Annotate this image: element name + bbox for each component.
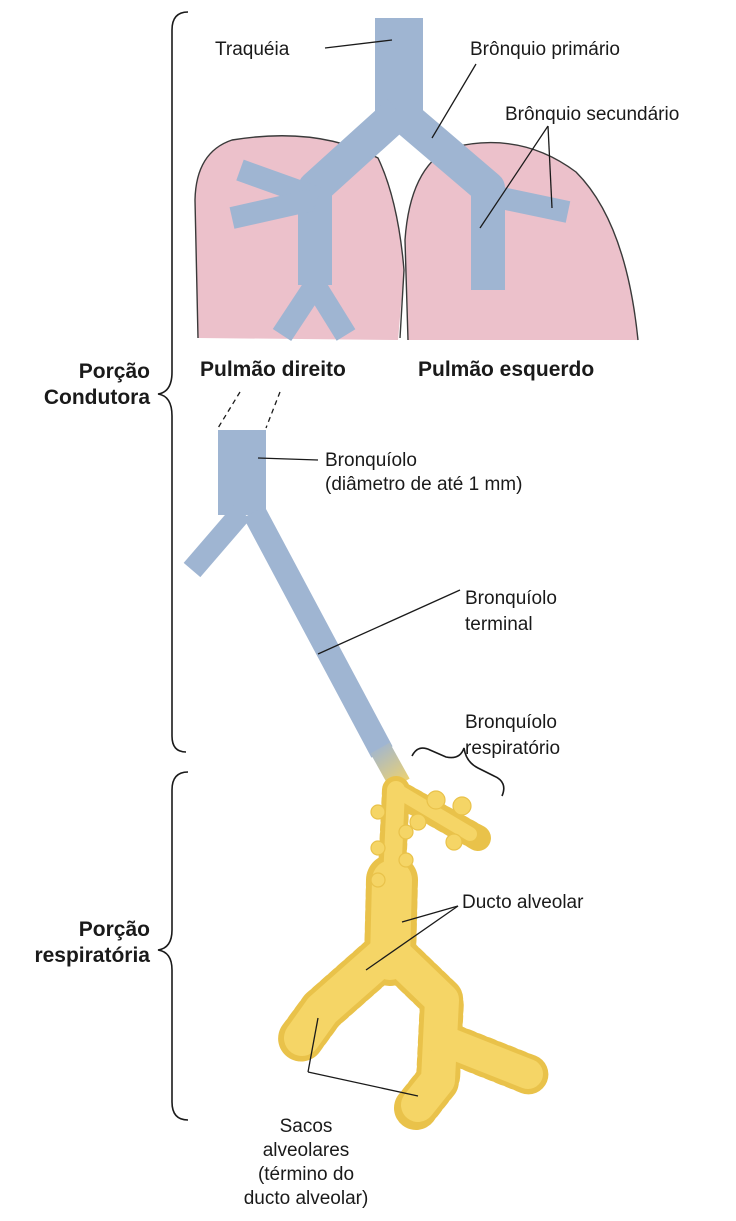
terminal-bronchiole [254, 512, 382, 752]
conducting-portion-brace [158, 12, 188, 752]
respiratory-portion-brace [158, 772, 188, 1120]
conducting-portion-label-line1: Porção [79, 360, 150, 383]
alveolar-sacs-label-line3: (término do [258, 1164, 354, 1185]
terminal-bronchiole-leader [318, 590, 460, 654]
primary-bronchus-label: Brônquio primário [470, 39, 620, 60]
terminal-bronchiole-label-line1: Bronquíolo [465, 588, 557, 609]
alveolar-sacs-label-line1: Sacos [280, 1116, 333, 1137]
right-lung-label: Pulmão direito [200, 358, 346, 381]
respiratory-bronchiole-label-line1: Bronquíolo [465, 712, 557, 733]
left-lung-label: Pulmão esquerdo [418, 358, 594, 381]
left-lateral-branch [492, 196, 568, 212]
bronchiole-side-branch [192, 512, 242, 570]
zoom-guides [218, 392, 280, 428]
trachea-label: Traquéia [215, 39, 290, 60]
secondary-bronchus-label: Brônquio secundário [505, 104, 679, 125]
respiratory-bronchiole-label-line2: respiratório [465, 738, 560, 759]
primary-bronchus-leader [432, 64, 476, 138]
left-lung [405, 143, 638, 340]
alveolar-duct-label: Ducto alveolar [462, 892, 584, 913]
bronchiole-label-line2: (diâmetro de até 1 mm) [325, 474, 522, 495]
alveolar-sacs-leader-b [308, 1072, 418, 1096]
respiratory-portion-label-line1: Porção [79, 918, 150, 941]
alveolar-sacs-label-line2: alveolares [263, 1140, 350, 1161]
conducting-portion-label-line2: Condutora [44, 386, 150, 409]
respiratory-portion-label-line2: respiratória [34, 944, 150, 967]
terminal-bronchiole-label-line2: terminal [465, 614, 533, 635]
bronchiole-label-line1: Bronquíolo [325, 450, 417, 471]
alveolar-sacs-label-line4: ducto alveolar) [244, 1188, 369, 1209]
respiratory-zone [300, 790, 530, 1108]
bronchiole-leader [258, 458, 318, 460]
